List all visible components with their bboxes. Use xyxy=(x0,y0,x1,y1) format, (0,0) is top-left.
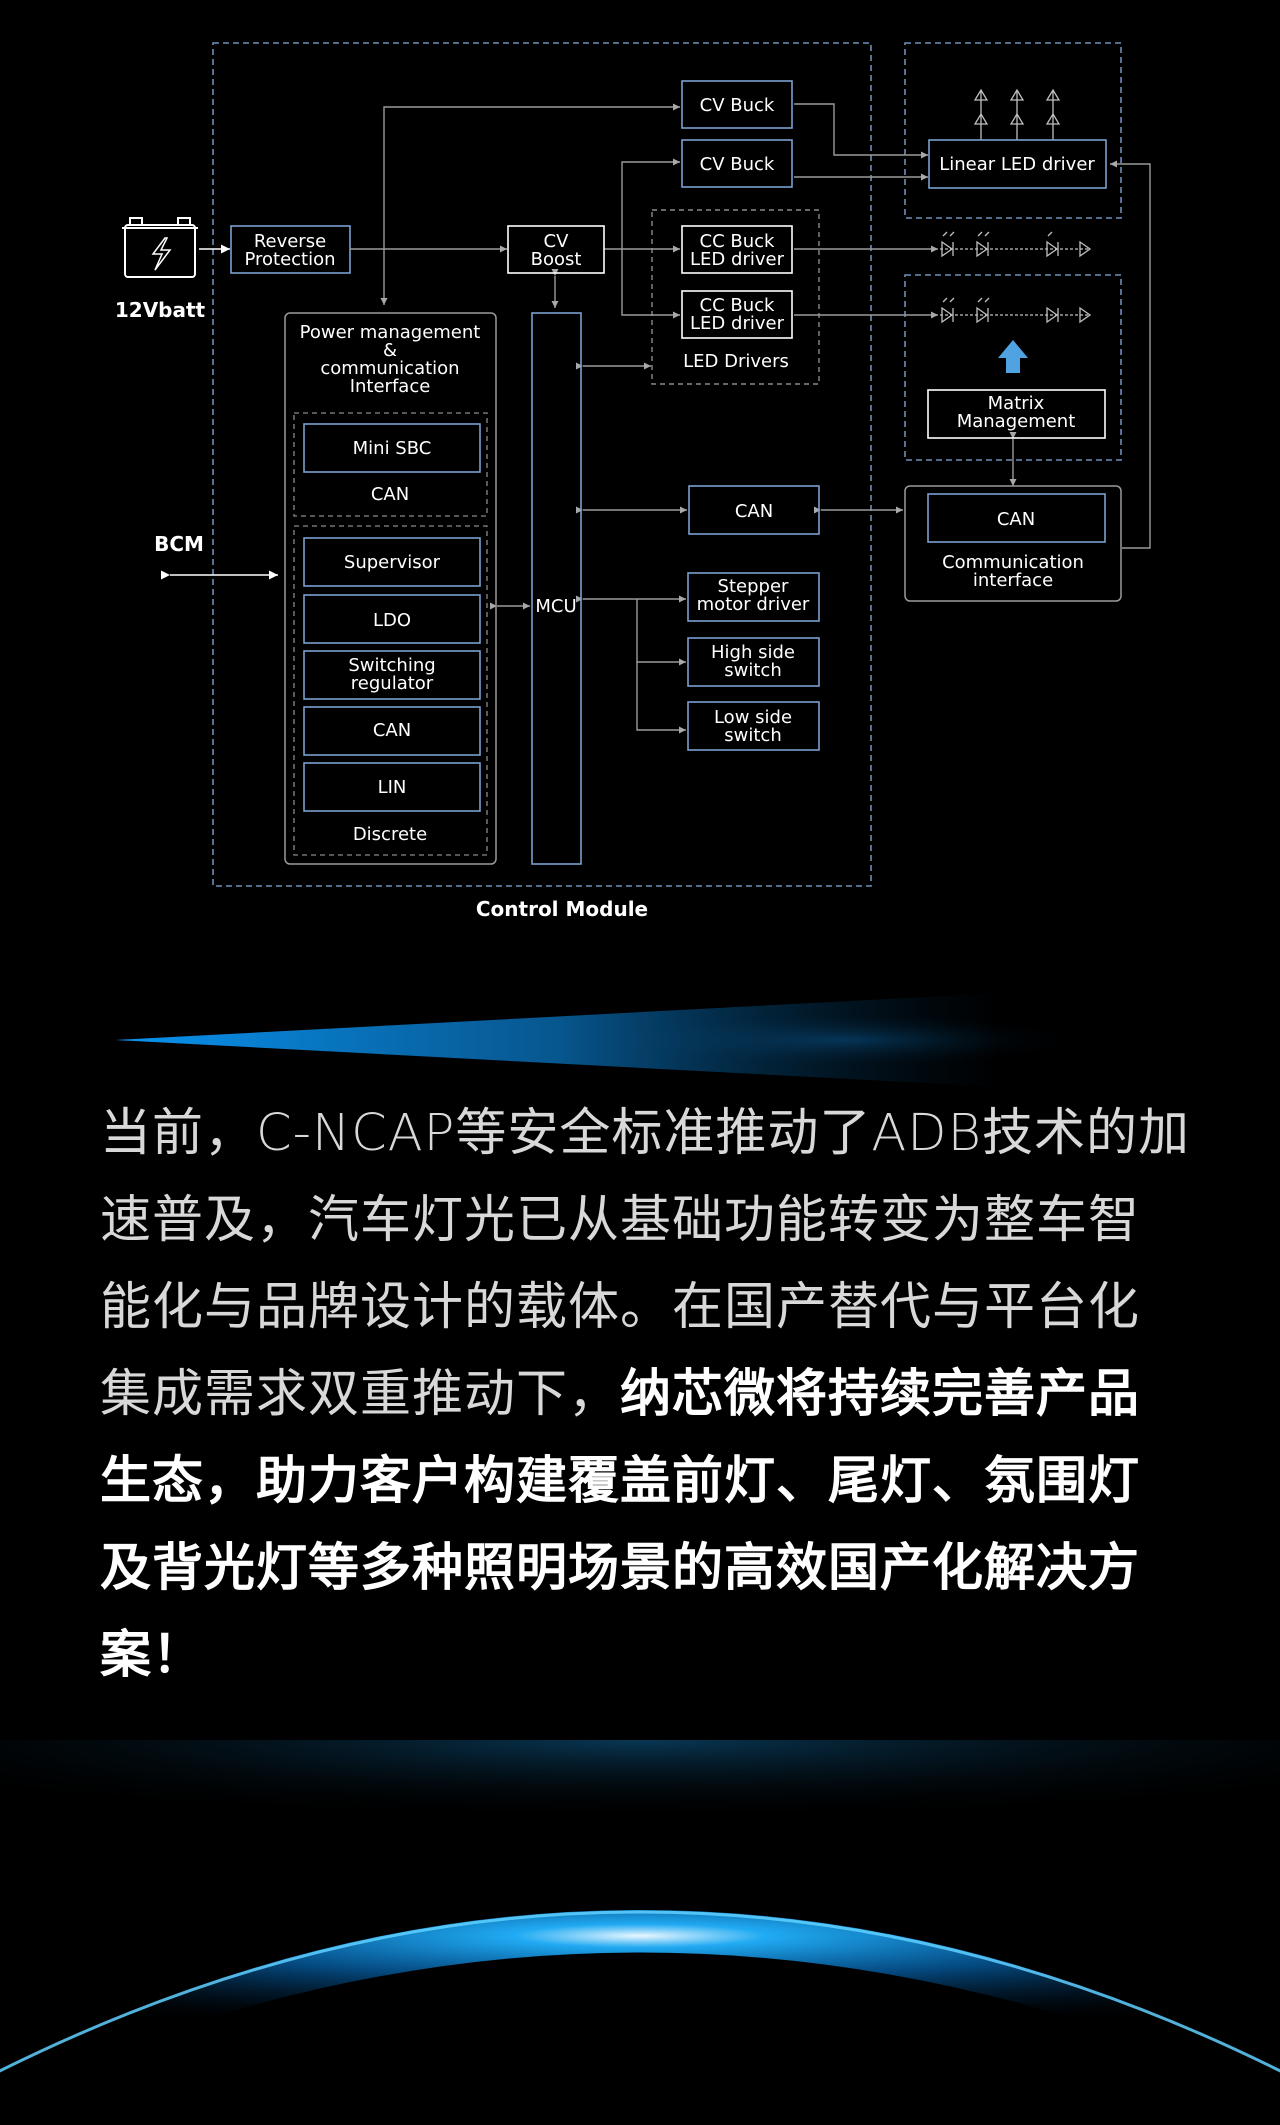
comm-to-linear xyxy=(1110,160,1151,549)
linear-led-frame xyxy=(904,42,1122,219)
sbc-group-frame xyxy=(293,412,488,517)
mcu-can-label: CAN xyxy=(735,501,773,522)
high-side-line2: switch xyxy=(724,660,781,681)
led-chain-bottom xyxy=(940,297,1092,324)
cv-buck-2-box xyxy=(681,139,793,188)
linear-led-driver-label: Linear LED driver xyxy=(939,154,1095,175)
mini-sbc-label: Mini SBC xyxy=(353,438,432,459)
light-streak xyxy=(100,985,1060,1095)
up-arrow-icon xyxy=(998,340,1028,373)
horizon-glow xyxy=(0,1740,1280,2125)
cv-buck-1-label: CV Buck xyxy=(700,95,775,116)
communication-interface-line1: Communication xyxy=(942,552,1084,573)
mcu-to-highside xyxy=(636,599,686,666)
paragraph-normal-text: 当前，C-NCAP等安全标准推动了ADB技术的加速普及，汽车灯光已从基础功能转变… xyxy=(100,1104,1190,1424)
high-side-box xyxy=(687,637,820,687)
cvbuck1-to-linear xyxy=(794,103,928,159)
led-drivers-label: LED Drivers xyxy=(683,351,789,372)
reverse-protection-line1: Reverse xyxy=(254,231,326,252)
matrix-management-line1: Matrix xyxy=(988,393,1045,414)
discrete-can-box xyxy=(303,706,481,756)
block-diagram: Control Module LED Drivers 12Vbatt BCM R… xyxy=(115,42,1151,921)
linear-led-driver-box xyxy=(928,139,1107,189)
discrete-label: Discrete xyxy=(353,824,427,845)
stepper-box xyxy=(687,572,820,622)
cv-boost-box xyxy=(507,225,605,274)
description-paragraph: 当前，C-NCAP等安全标准推动了ADB技术的加速普及，汽车灯光已从基础功能转变… xyxy=(100,1090,1190,1699)
discrete-can-label: CAN xyxy=(373,720,411,741)
sbc-can-label: CAN xyxy=(371,484,409,505)
switching-regulator-box xyxy=(303,650,481,700)
cc-buck-2-box xyxy=(681,290,793,339)
matrix-management-box xyxy=(927,389,1106,439)
cv-boost-line1: CV xyxy=(544,231,570,252)
supervisor-box xyxy=(303,537,481,587)
communication-interface-frame xyxy=(904,485,1122,602)
bus-to-cvbuck1-and-pm xyxy=(383,103,680,249)
cv-boost-line2: Boost xyxy=(531,249,582,270)
cc-buck-1-box xyxy=(681,225,793,274)
cc-buck-1-line2: LED driver xyxy=(690,249,785,270)
stepper-line2: motor driver xyxy=(697,594,810,615)
low-side-box xyxy=(687,701,820,751)
high-side-line1: High side xyxy=(711,642,795,663)
battery-label: 12Vbatt xyxy=(115,298,206,322)
power-mgmt-title-1: Power management xyxy=(300,322,481,343)
mcu-label: MCU xyxy=(535,596,576,617)
supervisor-label: Supervisor xyxy=(344,552,441,573)
lin-label: LIN xyxy=(378,777,407,798)
paragraph-bold-text: 纳芯微将持续完善产品生态，助力客户构建覆盖前灯、尾灯、氛围灯及背光灯等多种照明场… xyxy=(100,1365,1141,1685)
cc-buck-2-line1: CC Buck xyxy=(700,295,776,316)
reverse-protection-line2: Protection xyxy=(244,249,335,270)
mcu-to-lowside xyxy=(636,662,686,734)
ldo-box xyxy=(303,594,481,644)
lin-box xyxy=(303,762,481,812)
ldo-label: LDO xyxy=(373,610,411,631)
mini-sbc-box xyxy=(303,423,481,473)
low-side-line1: Low side xyxy=(714,707,792,728)
communication-interface-line2: interface xyxy=(973,570,1053,591)
switching-regulator-line1: Switching xyxy=(348,655,435,676)
boost-bus-to-cvbuck2 xyxy=(621,158,680,249)
matrix-management-line2: Management xyxy=(957,411,1076,432)
power-mgmt-title-2: & xyxy=(383,340,397,361)
comm-can-box xyxy=(927,493,1106,543)
low-side-line2: switch xyxy=(724,725,781,746)
boost-bus-to-ccbuck2 xyxy=(621,249,680,319)
bcm-label: BCM xyxy=(154,532,204,556)
power-mgmt-title-3: communication xyxy=(320,358,459,379)
control-module-label: Control Module xyxy=(476,897,648,921)
led-chain-top xyxy=(940,231,1092,258)
cc-buck-1-line1: CC Buck xyxy=(700,231,776,252)
cv-buck-1-box xyxy=(681,80,793,129)
comm-can-label: CAN xyxy=(997,509,1035,530)
mcu-box xyxy=(531,312,582,865)
led-chain-vertical xyxy=(973,88,1061,140)
mcu-can-box xyxy=(688,485,820,535)
stepper-line1: Stepper xyxy=(718,576,789,597)
control-module-frame xyxy=(212,42,872,887)
led-drivers-frame xyxy=(651,209,820,385)
switching-regulator-line2: regulator xyxy=(351,673,434,694)
power-management-frame xyxy=(284,312,497,865)
cv-buck-2-label: CV Buck xyxy=(700,154,775,175)
power-mgmt-title-4: Interface xyxy=(350,376,431,397)
battery-icon xyxy=(122,217,198,278)
cc-buck-2-line2: LED driver xyxy=(690,313,785,334)
